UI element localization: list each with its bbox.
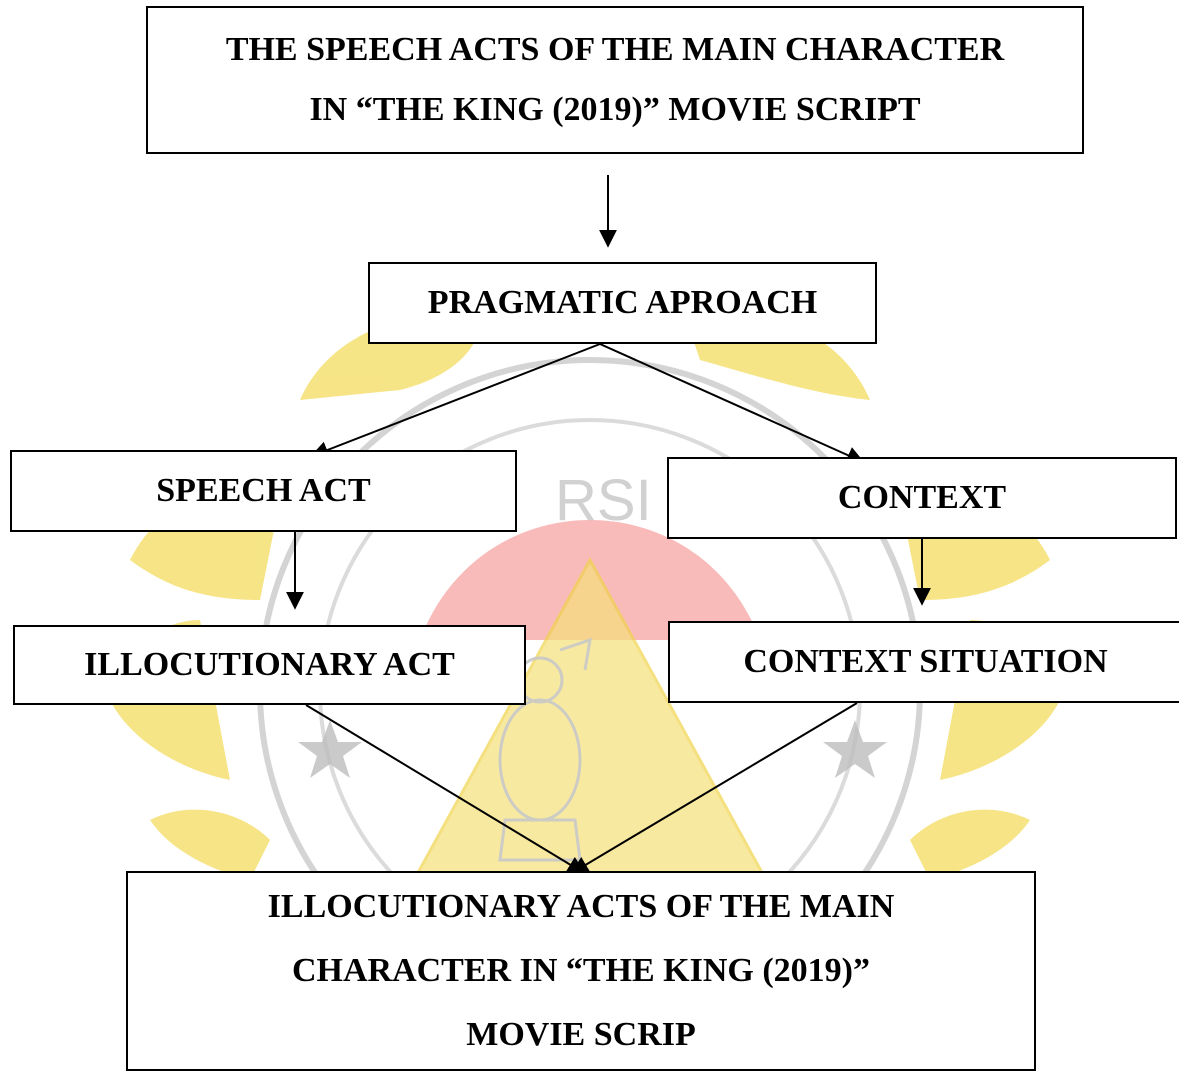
title-line-2: IN “THE KING (2019)” MOVIE SCRIPT <box>309 91 921 128</box>
pragmatic-approach-box: PRAGMATIC APROACH <box>368 262 877 344</box>
result-line-1: ILLOCUTIONARY ACTS OF THE MAIN <box>267 888 895 925</box>
title-line-1: THE SPEECH ACTS OF THE MAIN CHARACTER <box>225 31 1005 68</box>
star-icon <box>823 720 887 778</box>
title-box: THE SPEECH ACTS OF THE MAIN CHARACTER IN… <box>146 6 1084 154</box>
result-box: ILLOCUTIONARY ACTS OF THE MAIN CHARACTER… <box>126 871 1036 1071</box>
seal-ring-text: RSI <box>555 468 652 533</box>
arrow-approach-to-context <box>599 343 865 464</box>
context-situation-label: CONTEXT SITUATION <box>743 643 1108 680</box>
star-icon <box>298 720 362 778</box>
arrow-approach-to-speech-act <box>310 343 601 459</box>
illocutionary-act-label: ILLOCUTIONARY ACT <box>84 646 455 683</box>
arrow-illocutionary-to-result <box>305 704 586 874</box>
context-situation-box: CONTEXT SITUATION <box>668 621 1179 703</box>
result-line-2: CHARACTER IN “THE KING (2019)” <box>291 952 871 989</box>
illocutionary-act-box: ILLOCUTIONARY ACT <box>13 625 526 705</box>
result-line-3: MOVIE SCRIP <box>466 1016 696 1053</box>
context-label: CONTEXT <box>837 479 1007 516</box>
pragmatic-approach-label: PRAGMATIC APROACH <box>427 284 818 321</box>
speech-act-box: SPEECH ACT <box>10 450 517 532</box>
arrow-situation-to-result <box>570 702 858 874</box>
speech-act-label: SPEECH ACT <box>156 472 371 509</box>
context-box: CONTEXT <box>667 457 1177 539</box>
